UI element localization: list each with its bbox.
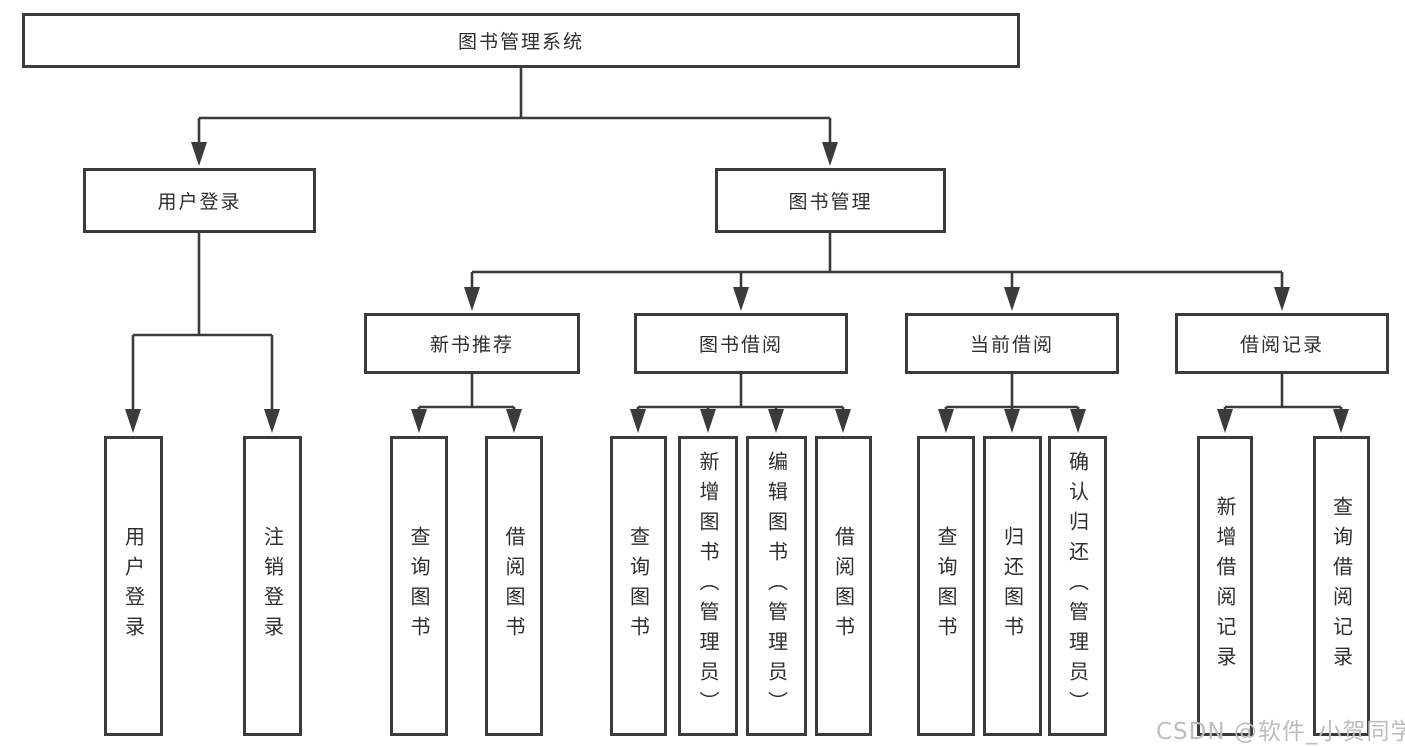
leaf-logout-label: 注销登录 [260,526,285,646]
node-user-login-label: 用户登录 [157,191,242,213]
csdn-watermark: CSDN @软件_小贺同学 [1156,719,1405,745]
node-new-book-recommend-label: 新书推荐 [429,334,514,356]
node-borrow-record: 借阅记录 [1175,313,1389,374]
node-root-label: 图书管理系统 [457,31,584,53]
node-book-management: 图书管理 [715,168,946,233]
node-book-borrow-label: 图书借阅 [698,334,783,356]
leaf-query-books-borrow: 查询图书 [610,436,667,736]
leaf-confirm-return-admin: 确认归还（管理员） [1048,436,1107,736]
leaf-edit-books-admin-label: 编辑图书（管理员） [764,451,789,721]
leaf-add-borrow-record-label: 新增借阅记录 [1213,496,1237,676]
leaf-borrow-books-recommend-label: 借阅图书 [502,526,526,646]
leaf-query-books-borrow-label: 查询图书 [626,526,651,646]
leaf-borrow-books-label: 借阅图书 [831,526,856,646]
leaf-query-borrow-record: 查询借阅记录 [1313,436,1370,736]
node-current-borrow: 当前借阅 [905,313,1119,374]
node-current-borrow-label: 当前借阅 [969,334,1054,356]
leaf-add-books-admin-label: 新增图书（管理员） [696,451,720,721]
node-borrow-record-label: 借阅记录 [1239,334,1324,356]
leaf-query-books-recommend: 查询图书 [390,436,448,736]
node-root: 图书管理系统 [22,13,1020,68]
leaf-query-borrow-record-label: 查询借阅记录 [1329,496,1354,676]
leaf-borrow-books: 借阅图书 [815,436,872,736]
leaf-user-login-label: 用户登录 [121,526,146,646]
leaf-query-books-current-label: 查询图书 [934,526,958,646]
node-book-management-label: 图书管理 [788,191,873,213]
leaf-confirm-return-admin-label: 确认归还（管理员） [1065,451,1090,721]
leaf-add-borrow-record: 新增借阅记录 [1197,436,1253,736]
leaf-borrow-books-recommend: 借阅图书 [485,436,543,736]
node-user-login: 用户登录 [83,168,316,233]
leaf-add-books-admin: 新增图书（管理员） [678,436,738,736]
leaf-logout: 注销登录 [243,436,302,736]
node-new-book-recommend: 新书推荐 [364,313,580,374]
leaf-user-login: 用户登录 [104,436,163,736]
leaf-edit-books-admin: 编辑图书（管理员） [746,436,807,736]
node-book-borrow: 图书借阅 [634,313,848,374]
leaf-return-books: 归还图书 [983,436,1042,736]
leaf-query-books-current: 查询图书 [917,436,975,736]
leaf-query-books-recommend-label: 查询图书 [407,526,431,646]
leaf-return-books-label: 归还图书 [1000,526,1025,646]
